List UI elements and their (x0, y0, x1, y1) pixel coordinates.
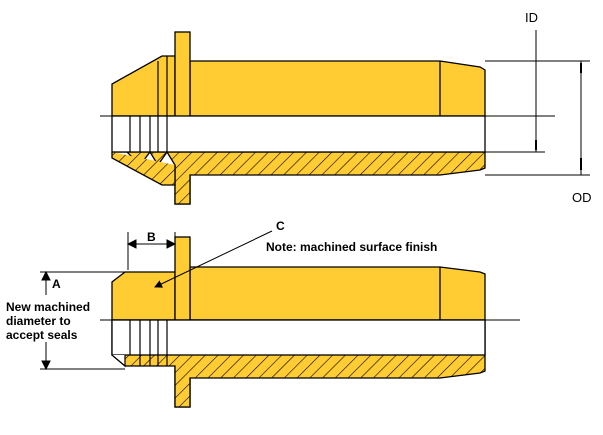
label-od: OD (572, 190, 592, 205)
label-id: ID (525, 10, 538, 25)
label-c: C (276, 219, 285, 233)
bottom-upper-left (111, 271, 176, 321)
bottom-guide (100, 236, 520, 408)
top-seal-grooves (129, 56, 168, 152)
top-bore (111, 115, 486, 153)
note-text: Note: machined surface finish (266, 240, 437, 254)
label-b: B (147, 230, 156, 244)
top-lower-taper (111, 152, 176, 186)
bottom-bore (111, 319, 486, 356)
new-machined-line3: accept seals (6, 328, 78, 342)
top-upper-main (189, 60, 486, 117)
bottom-left-bore-end (111, 354, 126, 368)
top-upper-body (111, 55, 176, 117)
dimension-b (126, 232, 177, 270)
bottom-upper-main (189, 266, 486, 321)
new-machined-line2: diameter to (6, 314, 71, 328)
bottom-seal-grooves (129, 320, 168, 366)
label-a: A (52, 277, 61, 291)
pointer-c (154, 230, 273, 288)
dimension-a (40, 270, 125, 371)
top-guide (100, 31, 555, 205)
new-machined-line1: New machined (6, 300, 90, 314)
id-od-dimensions (485, 30, 590, 176)
